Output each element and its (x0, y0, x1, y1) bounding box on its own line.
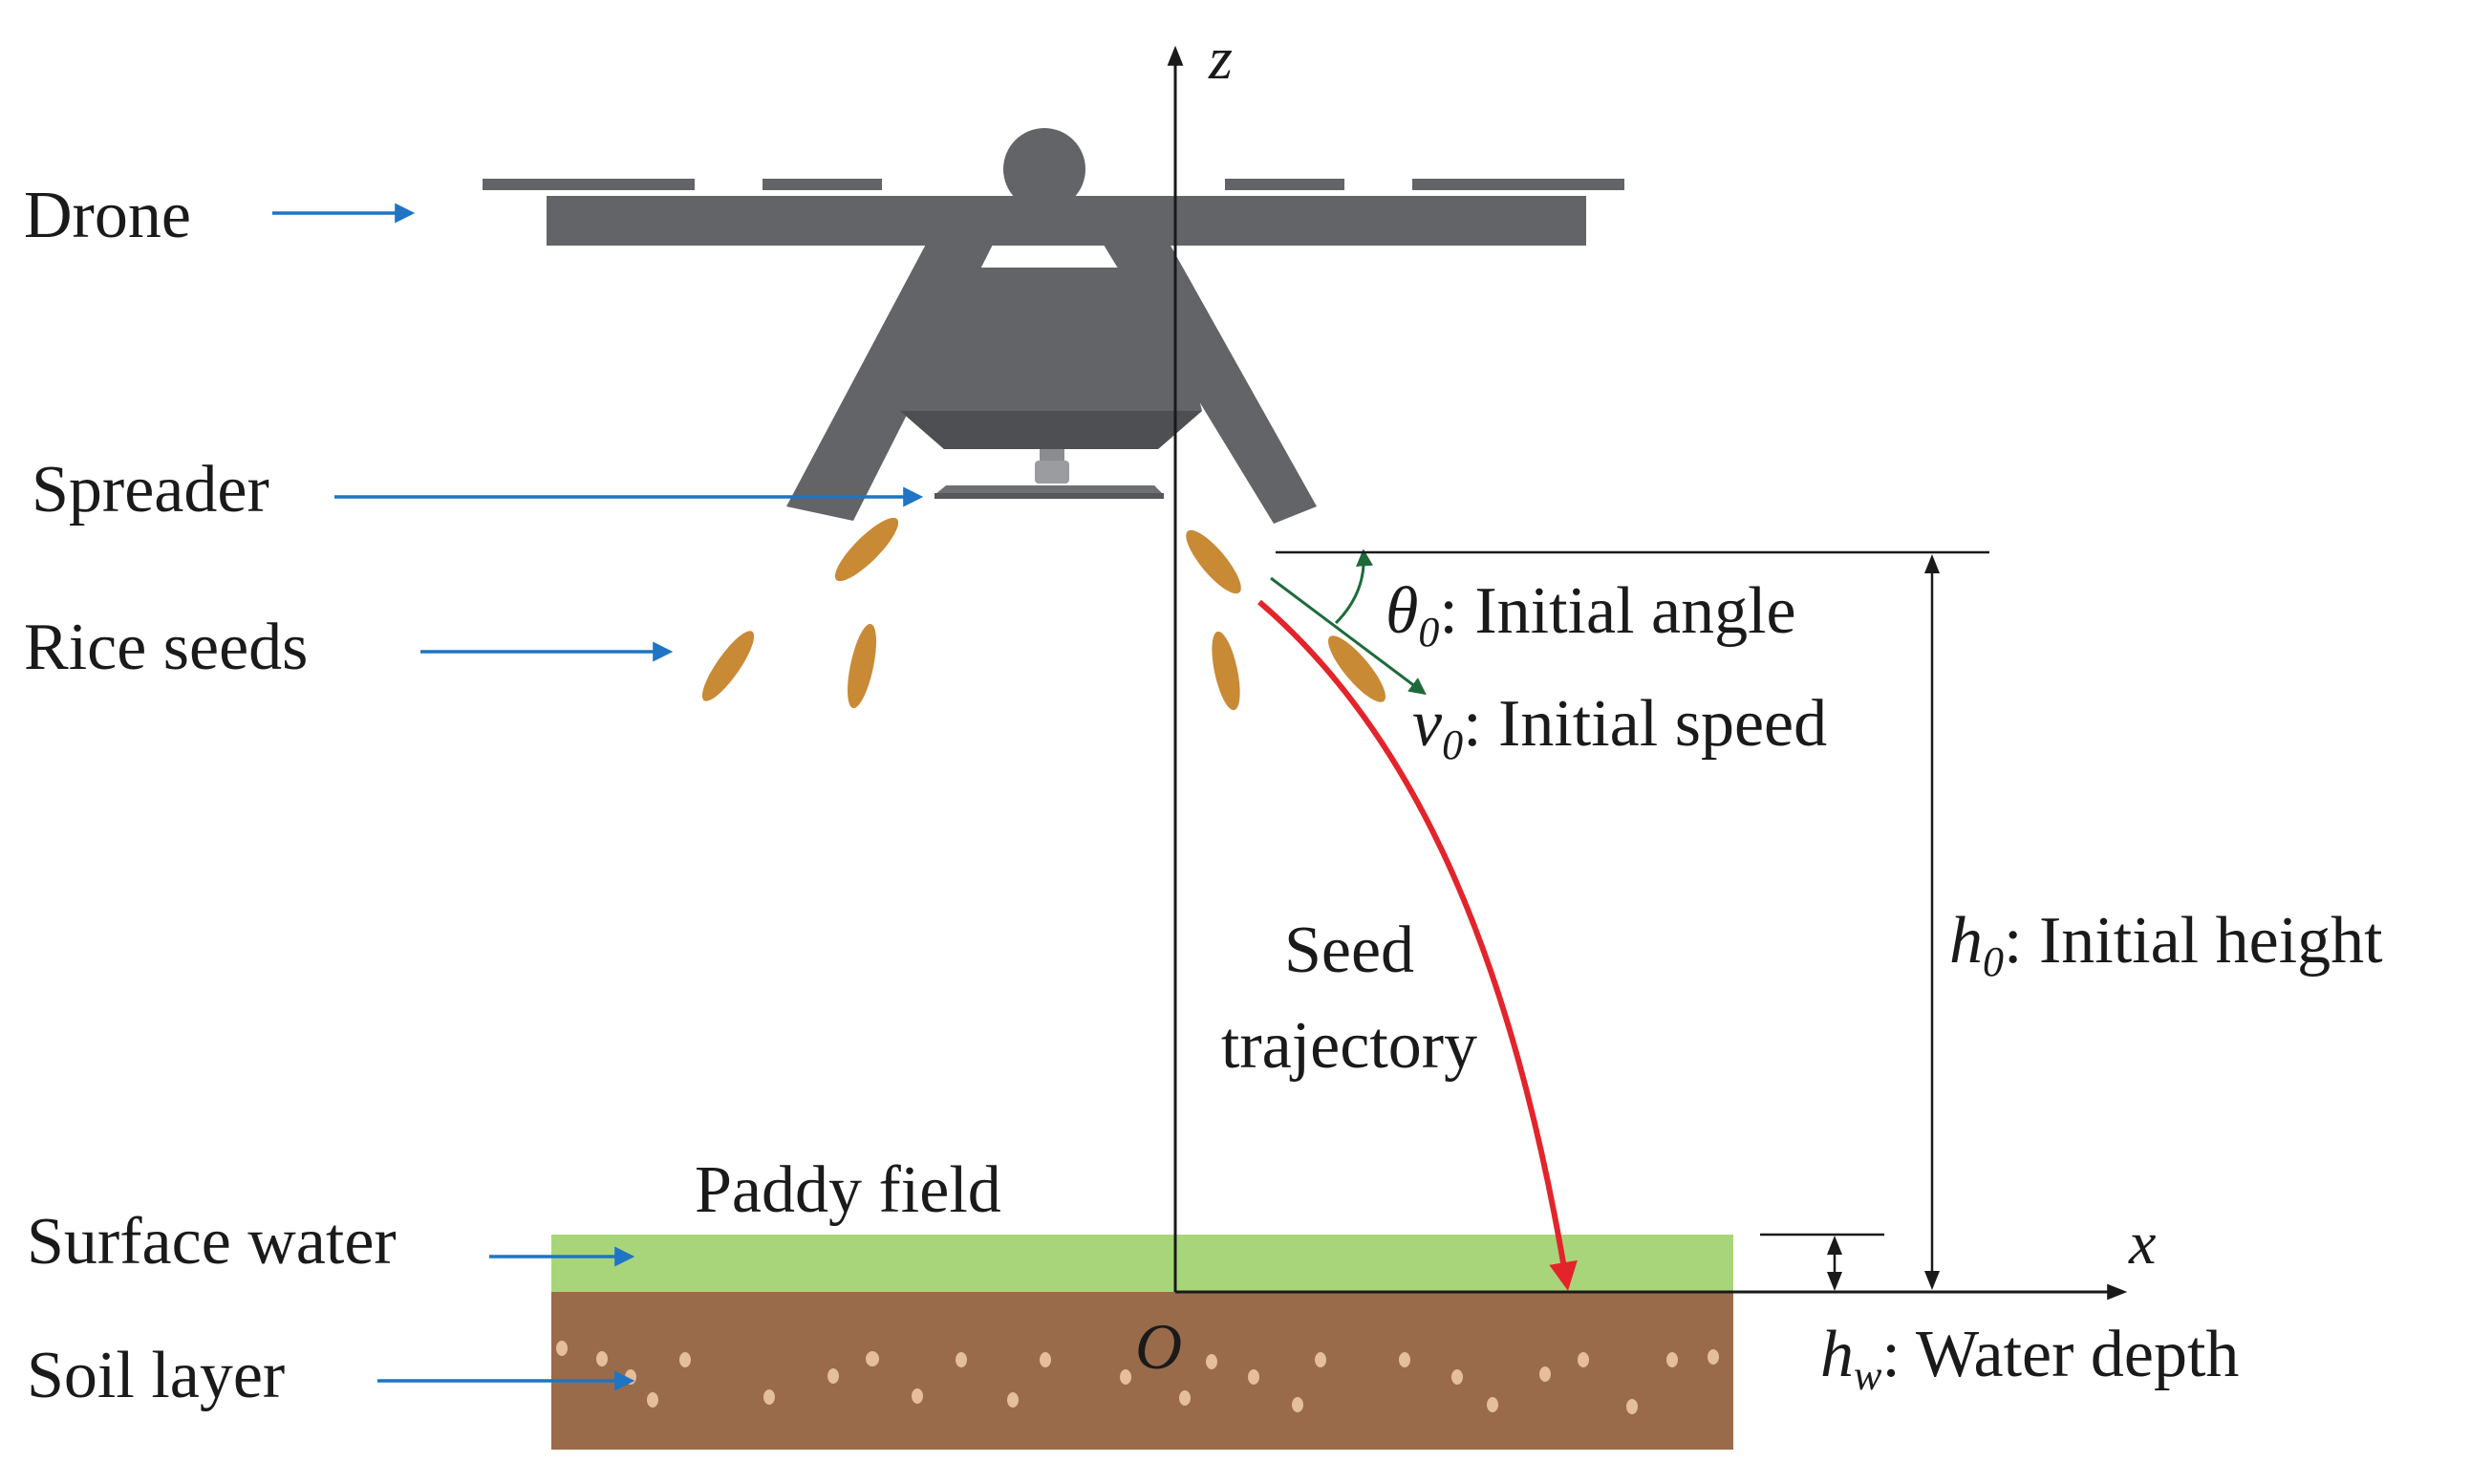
z-axis-label: z (1208, 24, 1233, 92)
propeller-blade (1412, 179, 1624, 190)
origin-label: O (1135, 1310, 1182, 1383)
spreader-disc (934, 449, 1164, 499)
spreader-label: Spreader (32, 453, 269, 527)
soil-layer-block (551, 1292, 1733, 1450)
rice-seeds (701, 517, 1386, 711)
velocity-arrow (1270, 576, 1427, 696)
initial-angle-label: θ0: Initial angle (1386, 574, 1796, 656)
seed (701, 631, 755, 701)
seed-trajectory-label-line2: trajectory (1221, 1009, 1477, 1083)
drone (483, 128, 1624, 524)
paddy-field-label: Paddy field (695, 1153, 1001, 1227)
seed-hopper (900, 268, 1202, 449)
initial-speed-label: v0: Initial speed (1412, 687, 1827, 768)
seed (1212, 631, 1240, 711)
angle-arc (1334, 548, 1373, 625)
propeller-blade (763, 179, 882, 190)
seed (1186, 529, 1241, 594)
labels: Drone Spreader Rice seeds Surface water … (24, 24, 2383, 1412)
drone-body (547, 196, 1586, 246)
seed-trajectory-label-line1: Seed (1284, 914, 1414, 987)
water-depth-label: hw: Water depth (1820, 1318, 2239, 1399)
soil-particles (556, 1341, 1719, 1414)
x-axis-label: x (2128, 1209, 2156, 1277)
coordinate-axes (1167, 45, 2128, 1301)
seed (834, 517, 899, 582)
seed (847, 623, 877, 709)
drone-hub (1003, 128, 1085, 210)
propeller-blade (1225, 179, 1344, 190)
rice-seeds-label: Rice seeds (24, 611, 308, 684)
seed (1328, 635, 1386, 702)
paddy-field (551, 1235, 1733, 1450)
dimension-lines (1276, 550, 1989, 1291)
drone-label: Drone (24, 179, 191, 252)
surface-water-layer (551, 1235, 1733, 1292)
seed-trajectory-curve (1257, 599, 1578, 1291)
velocity-vector (1270, 548, 1427, 696)
seed-hopper-shade (900, 411, 1202, 449)
pointer-arrows (272, 203, 924, 1391)
propeller-blade (483, 179, 695, 190)
soil-layer-label: Soil layer (27, 1339, 285, 1412)
initial-height-label: h0: Initial height (1949, 904, 2383, 985)
surface-water-label: Surface water (27, 1205, 397, 1279)
